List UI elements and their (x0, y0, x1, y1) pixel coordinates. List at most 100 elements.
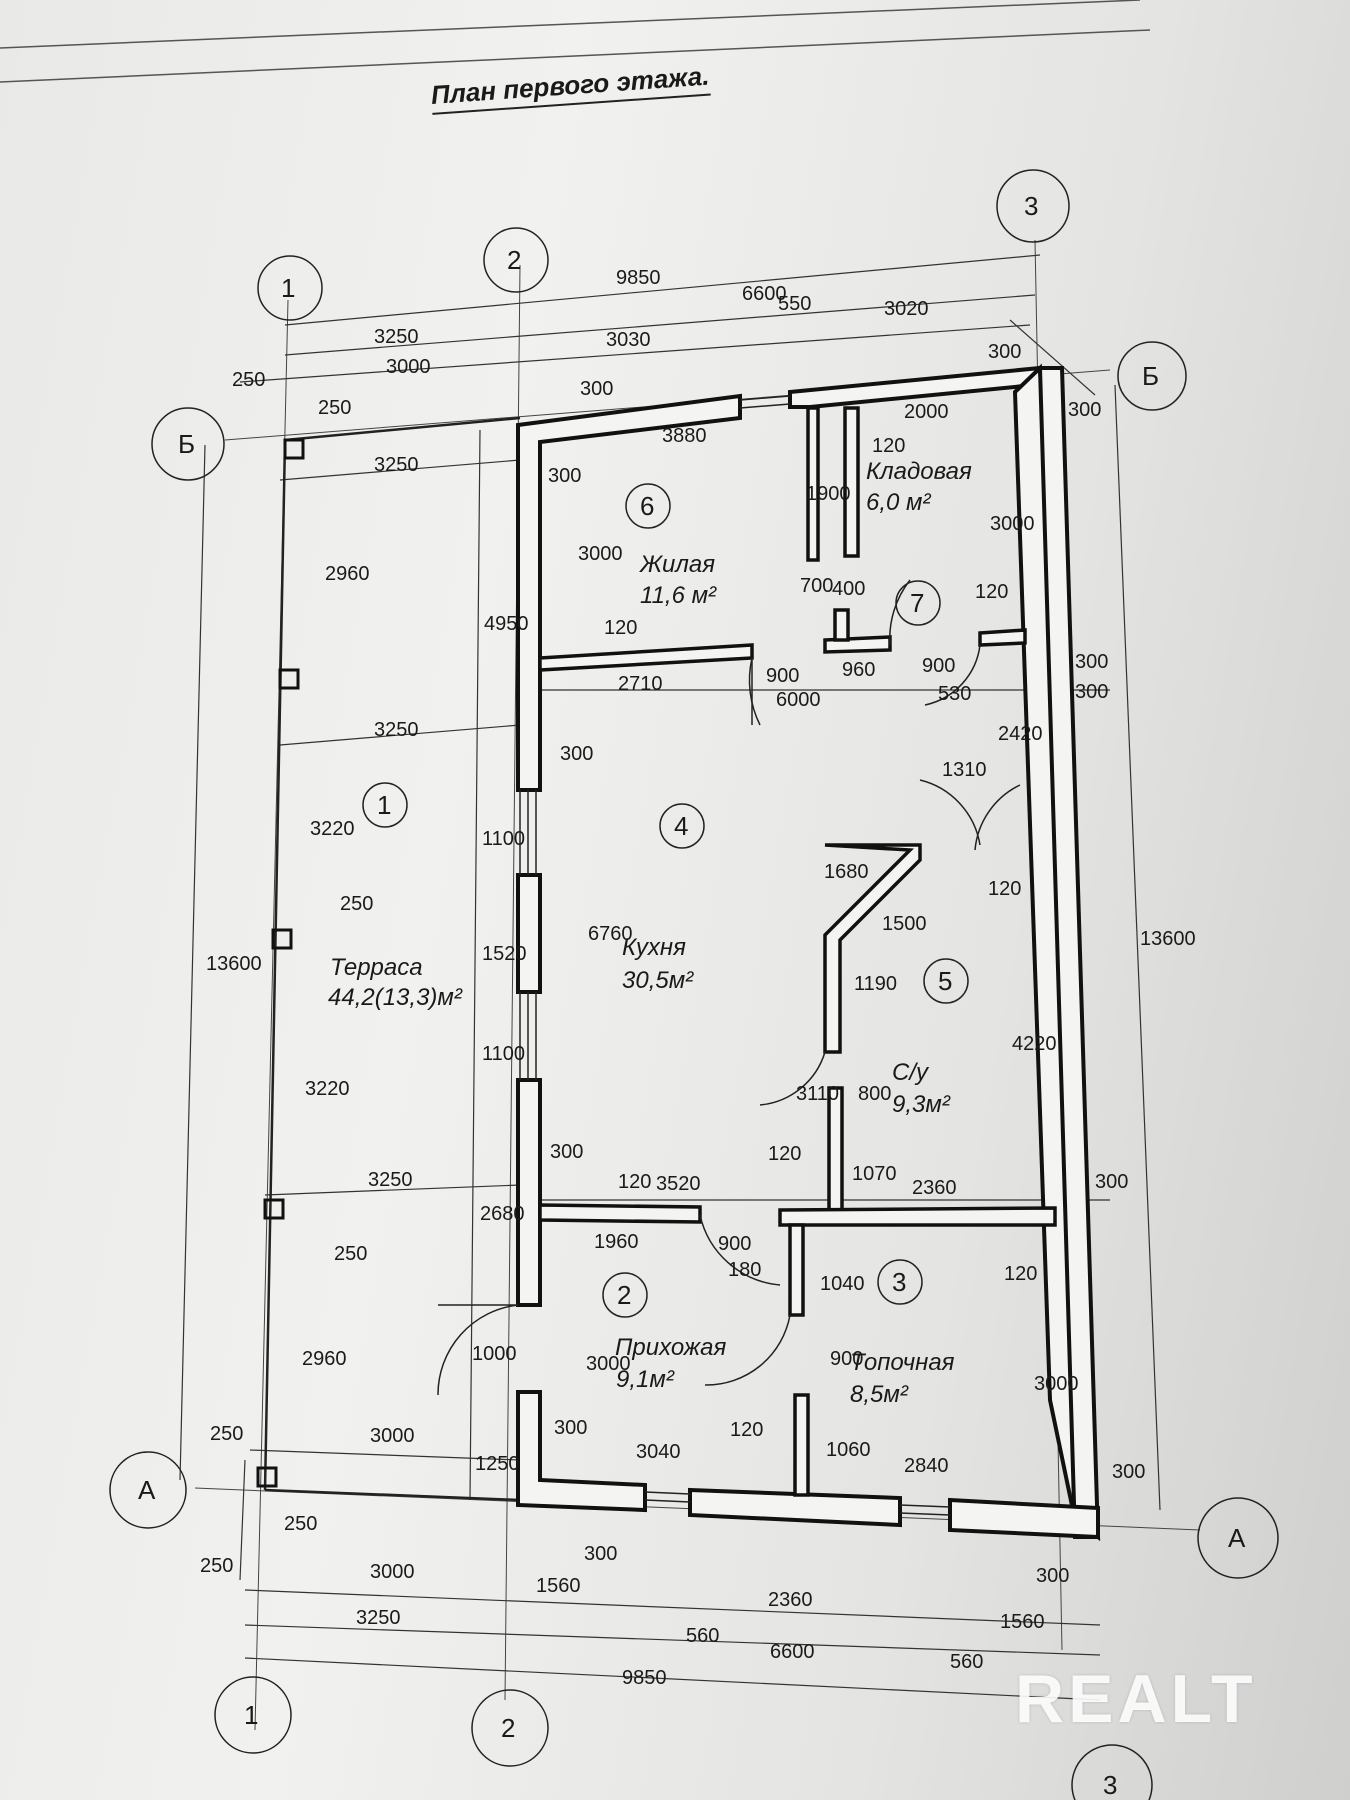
terrace-posts (256, 438, 305, 1488)
dim-label: 300 (560, 743, 593, 765)
axis-markers (109, 169, 1279, 1800)
room-1-area: 44,2(13,3)м² (328, 984, 463, 1011)
dim-label: 1680 (824, 861, 869, 883)
dim-label: 1040 (820, 1273, 865, 1295)
dim-label: 1560 (536, 1575, 581, 1597)
dim-label: 300 (1068, 399, 1101, 421)
dim-label: 1000 (472, 1343, 517, 1365)
room-5-area: 9,3м² (892, 1091, 951, 1118)
dim-label: 1060 (826, 1439, 871, 1461)
dim-label: 120 (618, 1171, 651, 1193)
dim-label: 120 (988, 878, 1021, 900)
dim-label: 560 (686, 1625, 719, 1647)
room-3-area: 8,5м² (850, 1381, 909, 1408)
dim-label: 1560 (1000, 1611, 1045, 1633)
interior-walls (538, 406, 1057, 1497)
dim-label: 300 (548, 465, 581, 487)
room-4-area: 30,5м² (622, 967, 694, 994)
room-6-name: Жилая (639, 551, 715, 578)
dimension-lines (179, 254, 1161, 1701)
dim-label: 960 (842, 659, 875, 681)
dim-label: 6000 (776, 689, 821, 711)
axis-2-bottom: 2 (501, 1713, 515, 1743)
dim-label: 530 (938, 683, 971, 705)
dim-label: 560 (950, 1651, 983, 1673)
dim-label: 9850 (616, 267, 661, 289)
dim-label: 300 (1036, 1565, 1069, 1587)
dim-label: 250 (284, 1513, 317, 1535)
dim-label: 3000 (370, 1425, 415, 1447)
axis-a-right: А (1228, 1523, 1246, 1553)
axis-b-right: Б (1142, 361, 1159, 391)
axis-1-bottom: 1 (244, 1700, 258, 1730)
dim-label: 2360 (768, 1589, 813, 1611)
dim-label: 1520 (482, 943, 527, 965)
dim-label: 900 (718, 1233, 751, 1255)
dim-label: 1960 (594, 1231, 639, 1253)
dim-label: 2710 (618, 673, 663, 695)
room-2-name: Прихожая (615, 1334, 726, 1361)
dim-label: 1500 (882, 913, 927, 935)
dim-label: 6600 (770, 1641, 815, 1663)
axis-3-bottom: 3 (1103, 1770, 1117, 1800)
dim-label: 250 (318, 397, 351, 419)
dim-label: 300 (1075, 651, 1108, 673)
room-2-area: 9,1м² (616, 1366, 675, 1393)
room-3-name: Топочная (850, 1349, 955, 1376)
dim-label: 3000 (586, 1353, 631, 1375)
room-1-name: Терраса (330, 954, 423, 981)
room-5-name: С/у (892, 1059, 930, 1086)
dim-label: 300 (580, 378, 613, 400)
dim-label: 3110 (796, 1083, 839, 1105)
dim-label: 300 (1112, 1461, 1145, 1483)
dim-label: 300 (988, 341, 1021, 363)
dim-label: 3880 (662, 425, 707, 447)
dim-label: 9850 (622, 1667, 667, 1689)
dim-label: 6760 (588, 923, 633, 945)
dim-label: 3000 (386, 356, 431, 378)
dim-label: 300 (1095, 1171, 1128, 1193)
dim-label: 800 (858, 1083, 891, 1105)
dim-label: 300 (550, 1141, 583, 1163)
dim-label: 2840 (904, 1455, 949, 1477)
room-4-number: 4 (674, 811, 688, 841)
room-1-number: 1 (377, 790, 391, 820)
room-4-name: Кухня (622, 934, 686, 961)
dim-label: 3220 (310, 818, 355, 840)
dim-label: 900 (830, 1348, 863, 1370)
dim-label: 2680 (480, 1203, 525, 1225)
dim-label: 2960 (325, 563, 370, 585)
room-6-area: 11,6 м² (640, 582, 717, 609)
dim-label: 2360 (912, 1177, 957, 1199)
dim-label: 3250 (374, 326, 419, 348)
room-7-number: 7 (910, 588, 924, 618)
dim-label: 1190 (854, 973, 897, 995)
dim-label: 13600 (1140, 928, 1196, 950)
dim-label: 250 (200, 1555, 233, 1577)
dim-label: 1310 (942, 759, 987, 781)
axis-b-left: Б (178, 429, 195, 459)
exterior-walls (516, 363, 1101, 1542)
room-markers (362, 483, 969, 1318)
dim-label: 550 (778, 293, 811, 315)
room-2-number: 2 (617, 1280, 631, 1310)
dim-label: 3250 (374, 454, 419, 476)
dim-label: 3020 (884, 298, 929, 320)
dim-label: 2000 (904, 401, 949, 423)
dim-label: 3250 (356, 1607, 401, 1629)
dim-label: 3520 (656, 1173, 701, 1195)
room-7-area: 6,0 м² (866, 489, 931, 516)
dim-label: 3220 (305, 1078, 350, 1100)
dim-label: 6600 (742, 283, 787, 305)
room-6-number: 6 (640, 491, 654, 521)
dim-label: 900 (766, 665, 799, 687)
dim-label: 4950 (484, 613, 529, 635)
room-5-number: 5 (938, 966, 952, 996)
dim-label: 1250 (475, 1453, 520, 1475)
dim-label: 4220 (1012, 1033, 1057, 1055)
axis-a-left: А (138, 1475, 156, 1505)
watermark-logo: REALT (1015, 1661, 1257, 1737)
axis-2-top: 2 (507, 245, 521, 275)
